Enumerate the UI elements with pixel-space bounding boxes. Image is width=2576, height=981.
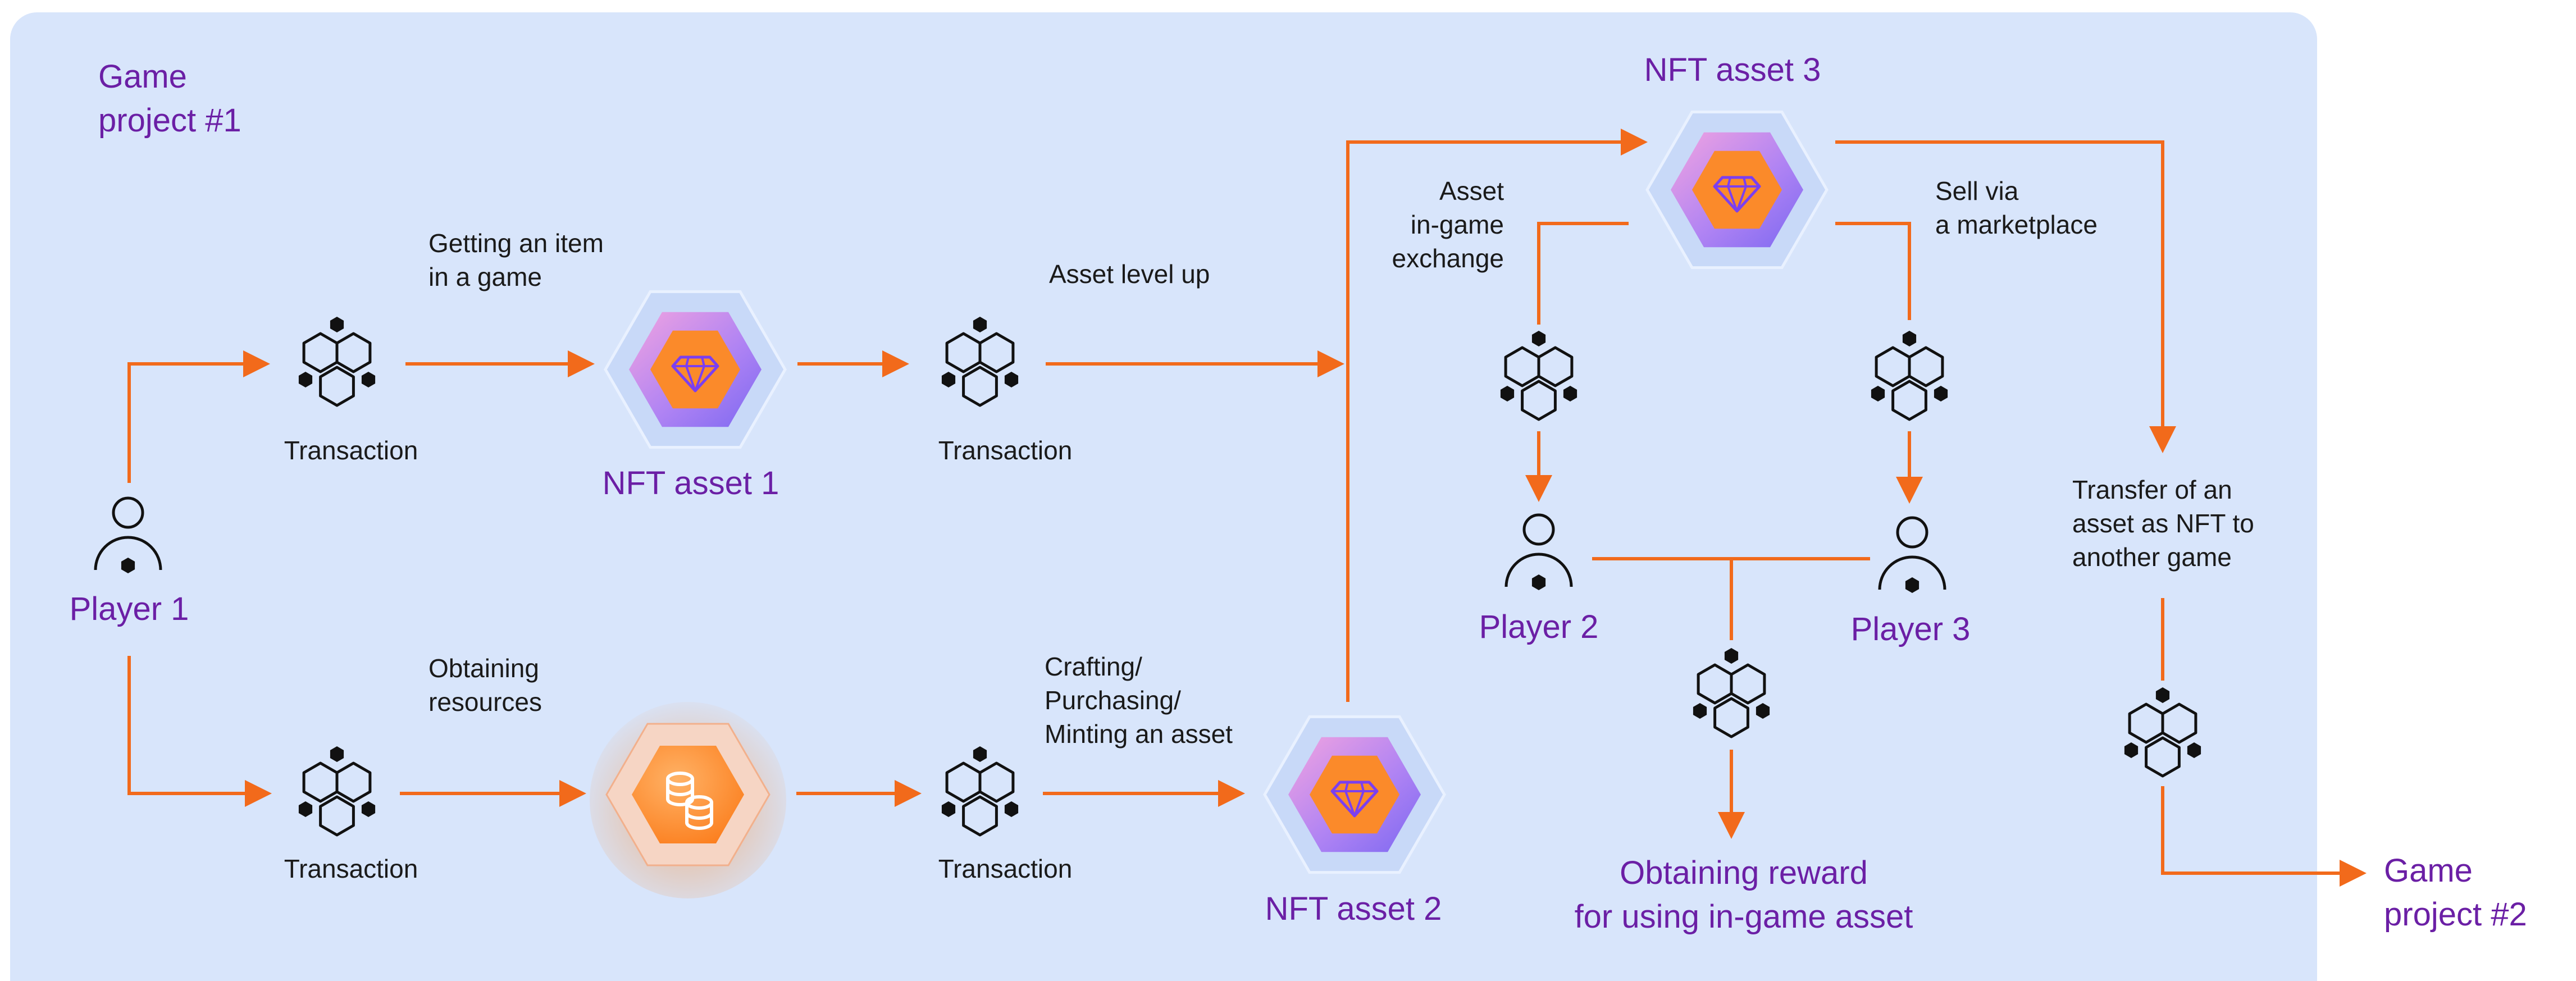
connector-tx8-project2 bbox=[2161, 786, 2367, 887]
player-3-label: Player 3 bbox=[1850, 611, 1971, 647]
reward-label: Obtaining reward for using in-game asset bbox=[1574, 855, 1913, 935]
transfer-label: Transfer of an asset as NFT to another g… bbox=[2072, 475, 2254, 572]
connector-nft3-transfer bbox=[1835, 140, 2176, 453]
transaction-4-label: Transaction bbox=[938, 854, 1073, 883]
connector-nft3-marketplace bbox=[1835, 222, 1911, 320]
connector-player1-bottom bbox=[127, 656, 272, 807]
player-1-player-icon bbox=[94, 496, 162, 573]
transaction-4-hexagon-cluster-icon bbox=[941, 746, 1019, 837]
transaction-2-label: Transaction bbox=[938, 436, 1073, 465]
player-1-label: Player 1 bbox=[69, 591, 189, 627]
transaction-7-hexagon-cluster-icon bbox=[1693, 648, 1770, 738]
transaction-8-hexagon-cluster-icon bbox=[2124, 687, 2201, 778]
player-2-player-icon bbox=[1504, 513, 1573, 590]
transaction-3-hexagon-cluster-icon bbox=[298, 746, 376, 837]
nft-asset-1-gem-icon bbox=[604, 290, 787, 449]
marketplace-label: Sell via a marketplace bbox=[1935, 176, 2098, 239]
transaction-1-label: Transaction bbox=[284, 436, 418, 465]
connector-nft2-nft3 bbox=[1346, 129, 1648, 702]
getting-item-label: Getting an item in a game bbox=[428, 229, 604, 291]
resources-coins-icon bbox=[590, 702, 786, 898]
crafting-label: Crafting/ Purchasing/ Minting an asset bbox=[1045, 652, 1233, 749]
nft-asset-2-label: NFT asset 2 bbox=[1265, 891, 1442, 927]
nft-asset-3-gem-icon bbox=[1645, 110, 1829, 270]
nft-asset-2-gem-icon bbox=[1263, 715, 1446, 874]
transaction-2-hexagon-cluster-icon bbox=[941, 317, 1019, 407]
game-project-2-title: Game project #2 bbox=[2384, 852, 2527, 933]
nft-asset-1-label: NFT asset 1 bbox=[602, 465, 779, 501]
transaction-3-label: Transaction bbox=[284, 854, 418, 883]
transaction-5-hexagon-cluster-icon bbox=[1500, 331, 1577, 421]
in-game-exchange-label: Asset in-game exchange bbox=[1392, 176, 1504, 273]
obtaining-resources-label: Obtaining resources bbox=[428, 654, 542, 717]
connector-nft3-exchange bbox=[1537, 222, 1629, 325]
connector-player1-top bbox=[127, 350, 270, 483]
game-project-1-title: Game project #1 bbox=[98, 58, 241, 139]
player-2-label: Player 2 bbox=[1479, 609, 1599, 645]
player-3-player-icon bbox=[1878, 516, 1946, 593]
nft-asset-3-label: NFT asset 3 bbox=[1644, 52, 1821, 88]
asset-level-up-label: Asset level up bbox=[1049, 259, 1210, 289]
game-project-1-panel bbox=[10, 12, 2317, 981]
transaction-1-hexagon-cluster-icon bbox=[298, 317, 376, 407]
transaction-6-hexagon-cluster-icon bbox=[1871, 331, 1948, 421]
